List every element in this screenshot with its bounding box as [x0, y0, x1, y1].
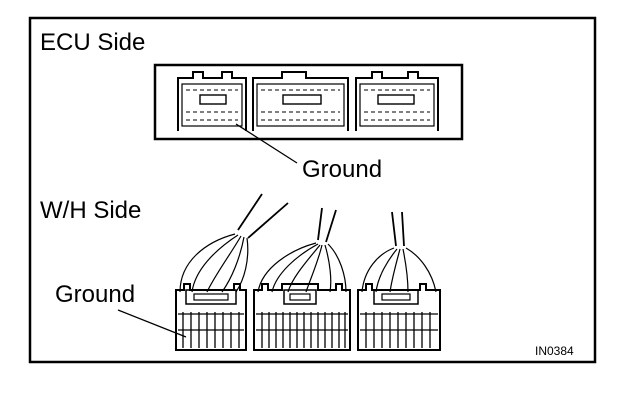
ecu-connector-segment-middle	[252, 71, 349, 131]
wh-ground-label: Ground	[55, 281, 135, 308]
wh-side-section: W/H Side	[40, 193, 441, 351]
ecu-connector-housing	[153, 63, 464, 141]
ecu-connector-segment-left	[177, 71, 247, 131]
ecu-side-label: ECU Side	[40, 29, 145, 56]
wh-ground-leader	[117, 309, 187, 338]
ecu-connector	[153, 63, 464, 141]
figure-id: IN0384	[535, 344, 574, 358]
wh-connector-2	[253, 207, 351, 351]
ecu-ground-leader	[235, 123, 298, 164]
wh-connector-3	[357, 211, 441, 351]
ecu-side-section: ECU Side	[40, 29, 464, 183]
wh-side-label: W/H Side	[40, 197, 141, 224]
wh-connector-1	[175, 193, 289, 351]
ecu-connector-segment-right	[355, 71, 439, 131]
figure-frame	[28, 16, 597, 364]
wh-connectors	[175, 193, 441, 351]
ecu-ground-label: Ground	[302, 156, 382, 183]
